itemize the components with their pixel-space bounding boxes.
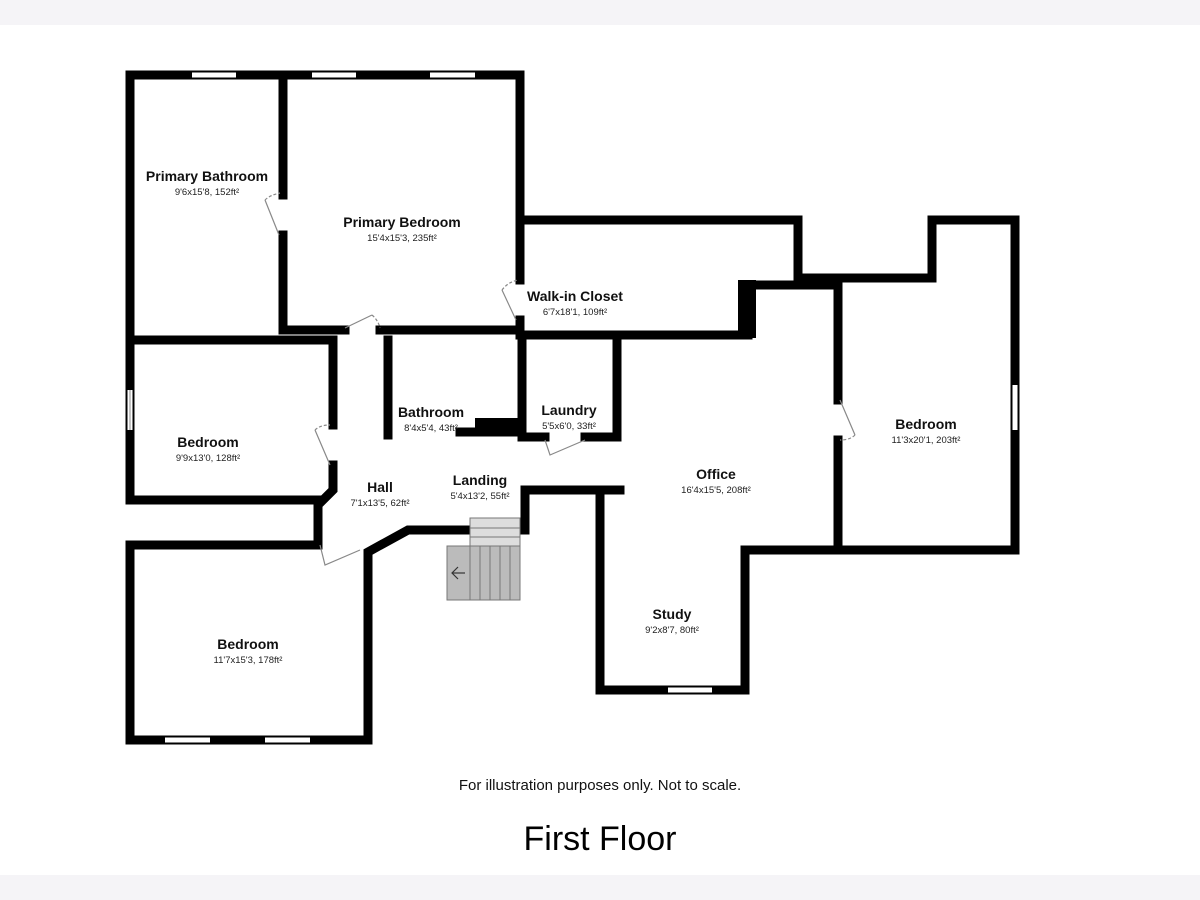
room-name: Laundry xyxy=(541,402,597,418)
room-dims: 16'4x15'5, 208ft² xyxy=(681,485,751,496)
room-bathroom: Bathroom 8'4x5'4, 43ft² xyxy=(398,404,464,434)
room-office: Office 16'4x15'5, 208ft² xyxy=(681,466,751,496)
floor-title: First Floor xyxy=(523,820,677,858)
room-dims: 11'7x15'3, 178ft² xyxy=(213,655,283,666)
room-name: Study xyxy=(652,606,692,622)
room-dims: 9'9x13'0, 128ft² xyxy=(175,453,241,464)
room-name: Landing xyxy=(452,472,508,488)
room-name: Walk-in Closet xyxy=(527,288,623,304)
room-primary-bedroom: Primary Bedroom 15'4x15'3, 235ft² xyxy=(343,214,460,244)
doors xyxy=(264,192,856,566)
top-band xyxy=(0,0,1200,25)
room-hall: Hall 7'1x13'5, 62ft² xyxy=(350,479,409,509)
room-name: Bathroom xyxy=(397,404,465,420)
room-dims: 15'4x15'3, 235ft² xyxy=(367,233,437,244)
arrow-left-icon xyxy=(451,566,465,580)
room-name: Office xyxy=(696,466,736,482)
stairs xyxy=(446,517,521,601)
room-primary-bathroom: Primary Bathroom 9'6x15'8, 152ft² xyxy=(146,168,268,198)
bottom-band xyxy=(0,875,1200,900)
room-study: Study 9'2x8'7, 80ft² xyxy=(645,606,699,636)
room-dims: 8'4x5'4, 43ft² xyxy=(404,423,458,434)
room-bedroom-lower: Bedroom 11'7x15'3, 178ft² xyxy=(214,636,283,666)
room-name: Primary Bedroom xyxy=(343,214,461,230)
room-dims: 9'6x15'8, 152ft² xyxy=(174,187,240,198)
room-name: Bedroom xyxy=(217,636,279,652)
room-dims: 6'7x18'1, 109ft² xyxy=(542,307,608,318)
room-dims: 11'3x20'1, 203ft² xyxy=(891,435,961,446)
room-name: Hall xyxy=(367,479,393,495)
room-dims: 5'4x13'2, 55ft² xyxy=(450,491,510,502)
room-name: Bedroom xyxy=(895,416,957,432)
room-laundry: Laundry 5'5x6'0, 33ft² xyxy=(541,402,596,432)
room-dims: 5'5x6'0, 33ft² xyxy=(542,421,596,432)
room-bedroom-right: Bedroom 11'3x20'1, 203ft² xyxy=(892,416,961,446)
room-name: Primary Bathroom xyxy=(145,168,269,184)
disclaimer-note: For illustration purposes only. Not to s… xyxy=(458,777,742,794)
room-dims: 9'2x8'7, 80ft² xyxy=(645,625,699,636)
room-walk-in-closet: Walk-in Closet 6'7x18'1, 109ft² xyxy=(527,288,623,318)
room-bedroom-left: Bedroom 9'9x13'0, 128ft² xyxy=(176,434,240,464)
room-landing: Landing 5'4x13'2, 55ft² xyxy=(450,472,509,502)
room-name: Bedroom xyxy=(177,434,239,450)
room-dims: 7'1x13'5, 62ft² xyxy=(350,498,410,509)
